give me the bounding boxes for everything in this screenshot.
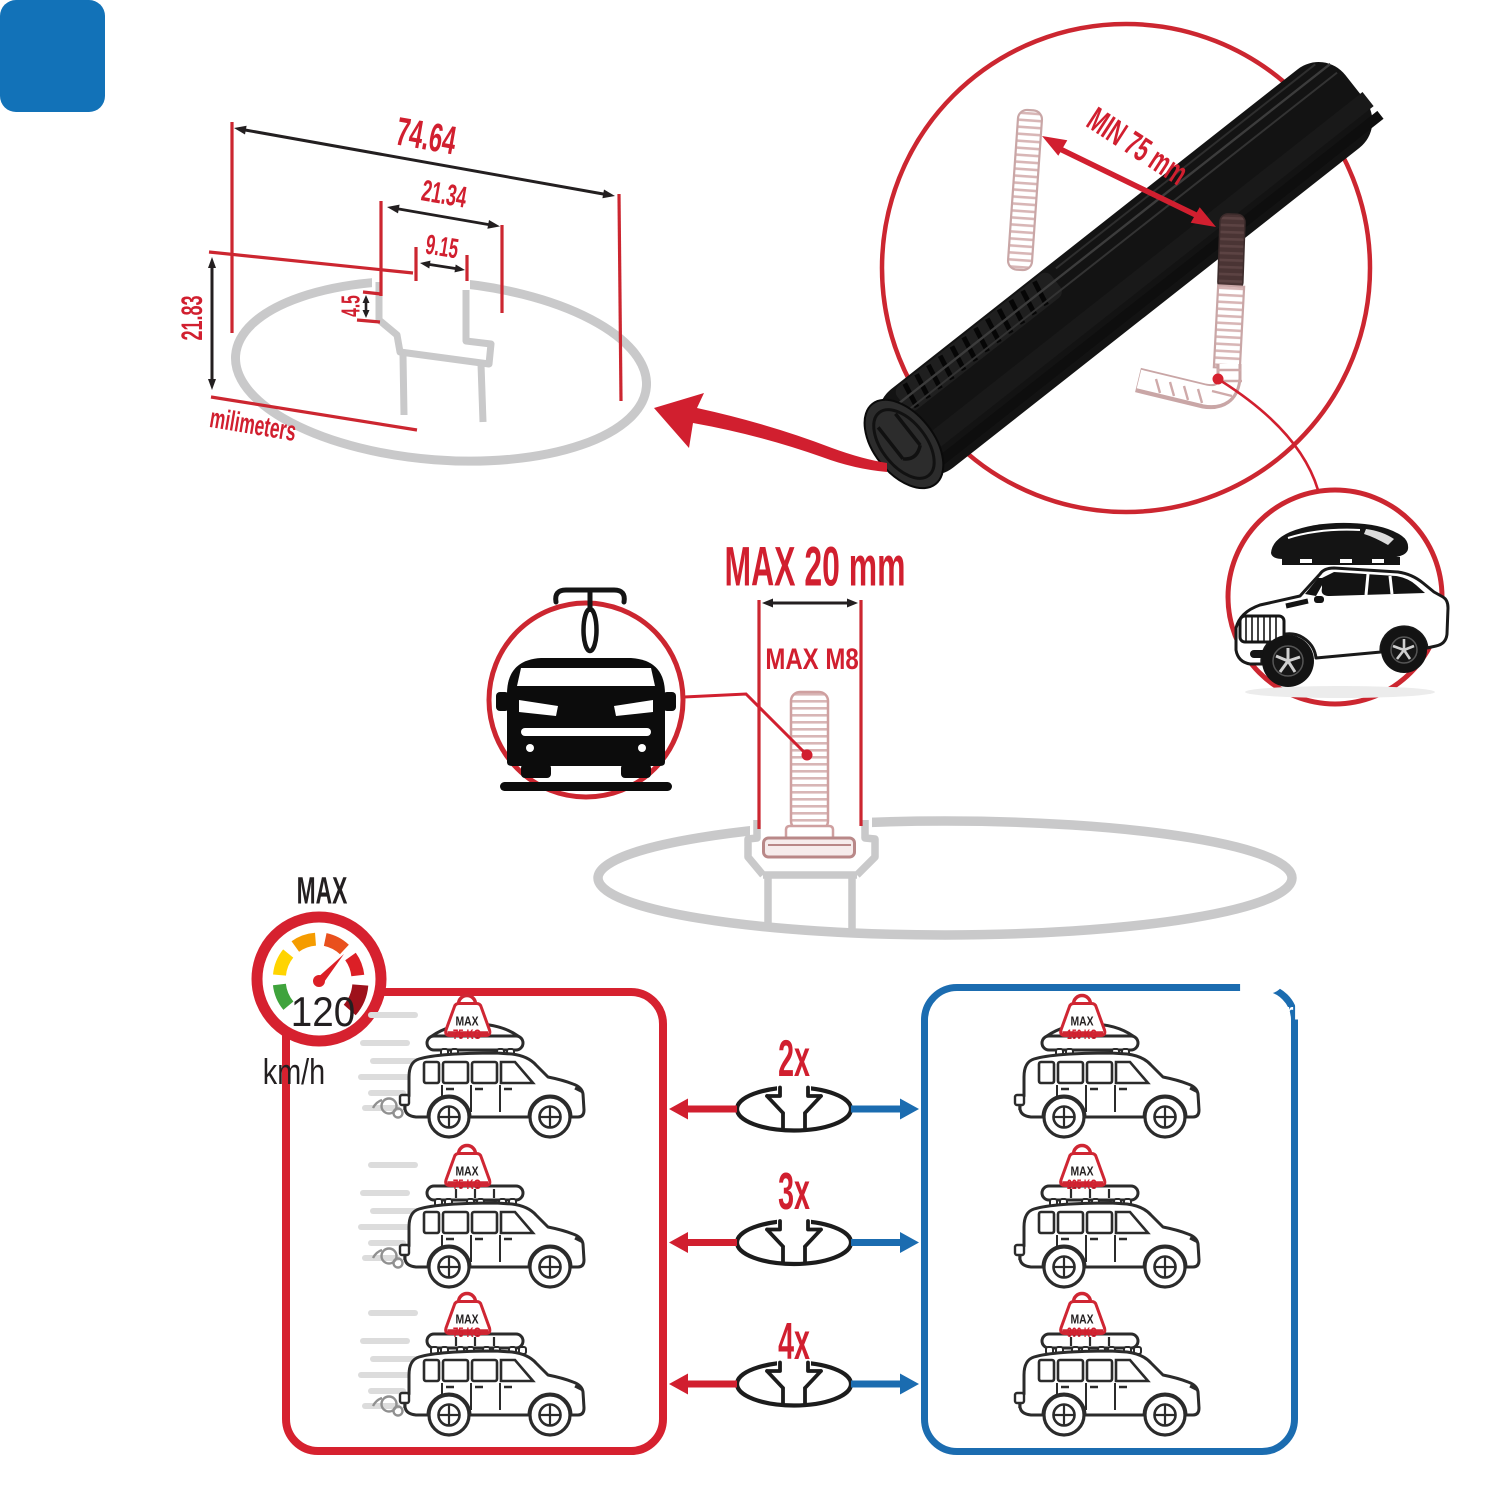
dim-lip-depth: 4.5 bbox=[335, 295, 366, 317]
parked-cars bbox=[1013, 996, 1201, 1437]
multiplier-4x: 4x bbox=[778, 1313, 810, 1371]
parking-suffix: ark bbox=[1271, 998, 1307, 1025]
speed-max-label: MAX bbox=[296, 870, 348, 913]
speed-value: 120 bbox=[290, 988, 356, 1035]
drive-weight-3: 75 KG bbox=[452, 1324, 482, 1340]
drive-badge-1: MAX bbox=[455, 1013, 479, 1029]
park-weight-2: 225 KG bbox=[1067, 1176, 1097, 1192]
driving-cars bbox=[361, 996, 586, 1437]
drive-weight-1: 75 KG bbox=[452, 1026, 482, 1042]
cross-section-diagram bbox=[208, 122, 652, 466]
park-weight-3: 300 KG bbox=[1067, 1324, 1097, 1340]
parking-letter: P bbox=[1234, 928, 1290, 1041]
parking-sign bbox=[0, 0, 105, 112]
drive-badge-3: MAX bbox=[455, 1311, 479, 1327]
park-badge-1: MAX bbox=[1070, 1013, 1094, 1029]
drive-weight-2: 75 KG bbox=[452, 1176, 482, 1192]
park-badge-3: MAX bbox=[1070, 1311, 1094, 1327]
suv-roofbox-circle bbox=[1225, 487, 1450, 707]
multiplier-2x: 2x bbox=[778, 1030, 810, 1088]
bolt-width-label: MAX 20 mm bbox=[724, 534, 906, 598]
park-weight-1: 150 KG bbox=[1067, 1026, 1097, 1042]
bolt-thread-label: MAX M8 bbox=[765, 643, 859, 676]
multiplier-3x: 3x bbox=[778, 1163, 810, 1221]
dim-opening-width: 9.15 bbox=[423, 228, 461, 265]
pointer-arrow bbox=[654, 393, 887, 472]
crossbar-count-icons bbox=[669, 1081, 919, 1406]
park-badge-2: MAX bbox=[1070, 1163, 1094, 1179]
drive-badge-2: MAX bbox=[455, 1163, 479, 1179]
speedometer-icon bbox=[251, 911, 387, 1047]
speed-unit: km/h bbox=[262, 1051, 326, 1092]
dim-total-height: 21.83 bbox=[176, 295, 209, 341]
clamp-detail bbox=[863, 21, 1384, 515]
car-front-bike-circle bbox=[486, 587, 686, 800]
bolt-diagram bbox=[593, 598, 1297, 940]
